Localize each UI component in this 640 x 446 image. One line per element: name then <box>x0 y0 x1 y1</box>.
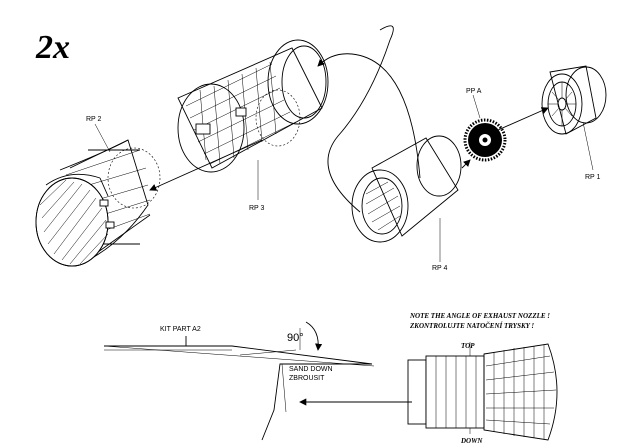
kit-part-label: KIT PART A2 <box>160 326 201 333</box>
part-ppa-disc <box>463 118 507 162</box>
angle-label: 90° <box>287 332 304 344</box>
part-rp1-wheel <box>541 65 607 135</box>
label-ppa: PP A <box>466 88 482 95</box>
label-rp4: RP 4 <box>432 265 448 272</box>
zbrousit-label: ZBROUSIT <box>289 375 325 382</box>
top-label: TOP <box>461 342 475 350</box>
arrow-rp3-to-rp2 <box>149 139 263 191</box>
leader-rp1 <box>582 121 594 171</box>
note-english: NOTE THE ANGLE OF EXHAUST NOZZLE ! <box>409 312 550 320</box>
label-rp1: RP 1 <box>585 174 601 181</box>
arrow-rp1-to-disc <box>497 107 549 131</box>
arrow-rp4-to-rp3 <box>317 53 421 179</box>
part-rp3-tube <box>177 39 329 173</box>
note-czech: ZKONTROLUJTE NATOČENÍ TRYSKY ! <box>409 322 534 330</box>
nozzle-side-view <box>407 343 558 441</box>
part-rp2-nozzle <box>35 139 161 267</box>
arrow-loop <box>327 25 394 213</box>
part-rp4-casing <box>351 135 462 243</box>
fuselage-section <box>103 328 375 441</box>
leader-ppa <box>472 94 481 119</box>
leader-rp2 <box>94 123 111 153</box>
label-rp2: RP 2 <box>86 116 102 123</box>
down-label: DOWN <box>460 437 483 445</box>
label-rp3: RP 3 <box>249 205 265 212</box>
quantity-title: 2x <box>35 29 70 66</box>
sand-down-label: SAND DOWN <box>289 366 333 373</box>
angle-arrow <box>305 321 323 351</box>
arrow-disc-to-rp4 <box>461 159 471 169</box>
